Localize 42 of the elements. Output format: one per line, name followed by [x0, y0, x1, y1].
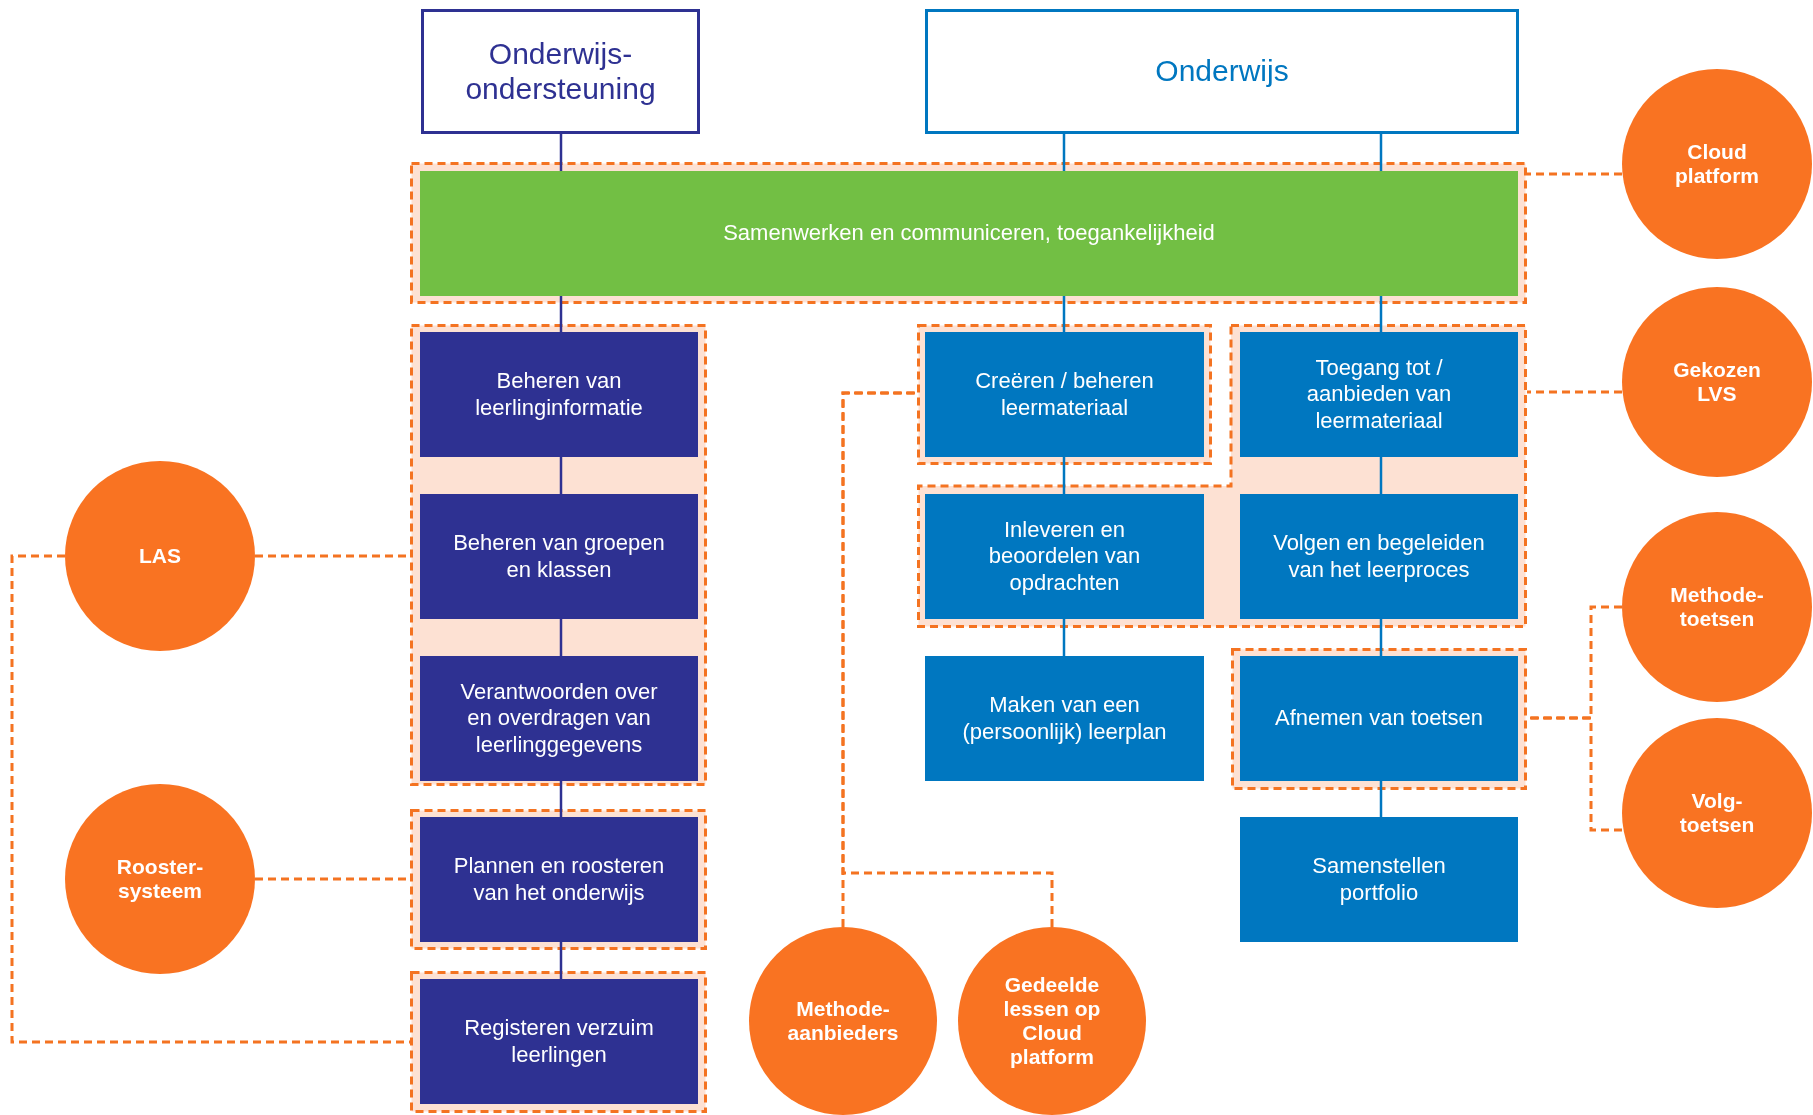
- connector-line: [559, 457, 563, 494]
- connector-line: [559, 134, 563, 171]
- connector-line: [1379, 457, 1383, 494]
- dashed-group-frame: [917, 324, 1527, 628]
- process-box: Toegang tot / aanbieden van leermateriaal: [1240, 332, 1518, 457]
- category-header-box: Onderwijs: [925, 9, 1519, 134]
- connector-line: [1062, 134, 1066, 171]
- connector-line: [1379, 619, 1383, 656]
- process-box: Verantwoorden over en overdragen van leerlinggegevens: [420, 656, 698, 781]
- process-box: Maken van een (persoonlijk) leerplan: [925, 656, 1204, 781]
- process-box: Afnemen van toetsen: [1240, 656, 1518, 781]
- dashed-connector: [841, 391, 917, 927]
- category-header-box: Onderwijs- ondersteuning: [421, 9, 700, 134]
- dashed-connector: [10, 554, 410, 1044]
- dashed-group-frame: [410, 809, 707, 950]
- connector-line: [1062, 457, 1066, 494]
- process-box: Creëren / beheren leermateriaal: [925, 332, 1204, 457]
- connector-line: [559, 296, 563, 332]
- process-box: Beheren van groepen en klassen: [420, 494, 698, 619]
- dashed-group-frame: [410, 324, 707, 786]
- dashed-connector: [841, 391, 1054, 927]
- dashed-connector: [1527, 390, 1622, 394]
- dashed-connector: [1527, 172, 1622, 176]
- dashed-group-frame: [1231, 648, 1527, 790]
- dashed-group-frame: [410, 971, 707, 1113]
- connector-line: [1379, 781, 1383, 817]
- process-box: Samenstellen portfolio: [1240, 817, 1518, 942]
- dashed-connector: [1527, 605, 1622, 720]
- process-box: Inleveren en beoordelen van opdrachten: [925, 494, 1204, 619]
- process-box: Plannen en roosteren van het onderwijs: [420, 817, 698, 942]
- process-box: Beheren van leerlinginformatie: [420, 332, 698, 457]
- connector-line: [559, 781, 563, 817]
- dashed-group-frame: [917, 324, 1212, 465]
- connector-line: [1379, 134, 1383, 171]
- process-box: Volgen en begeleiden van het leerproces: [1240, 494, 1518, 619]
- process-box: Registeren verzuim leerlingen: [420, 979, 698, 1104]
- connector-line: [1062, 619, 1066, 656]
- connector-line: [559, 619, 563, 656]
- connector-line: [1062, 296, 1066, 332]
- connector-line: [559, 942, 563, 979]
- connector-line: [1379, 296, 1383, 332]
- process-bar: Samenwerken en communiceren, toegankelijkheid: [420, 171, 1518, 296]
